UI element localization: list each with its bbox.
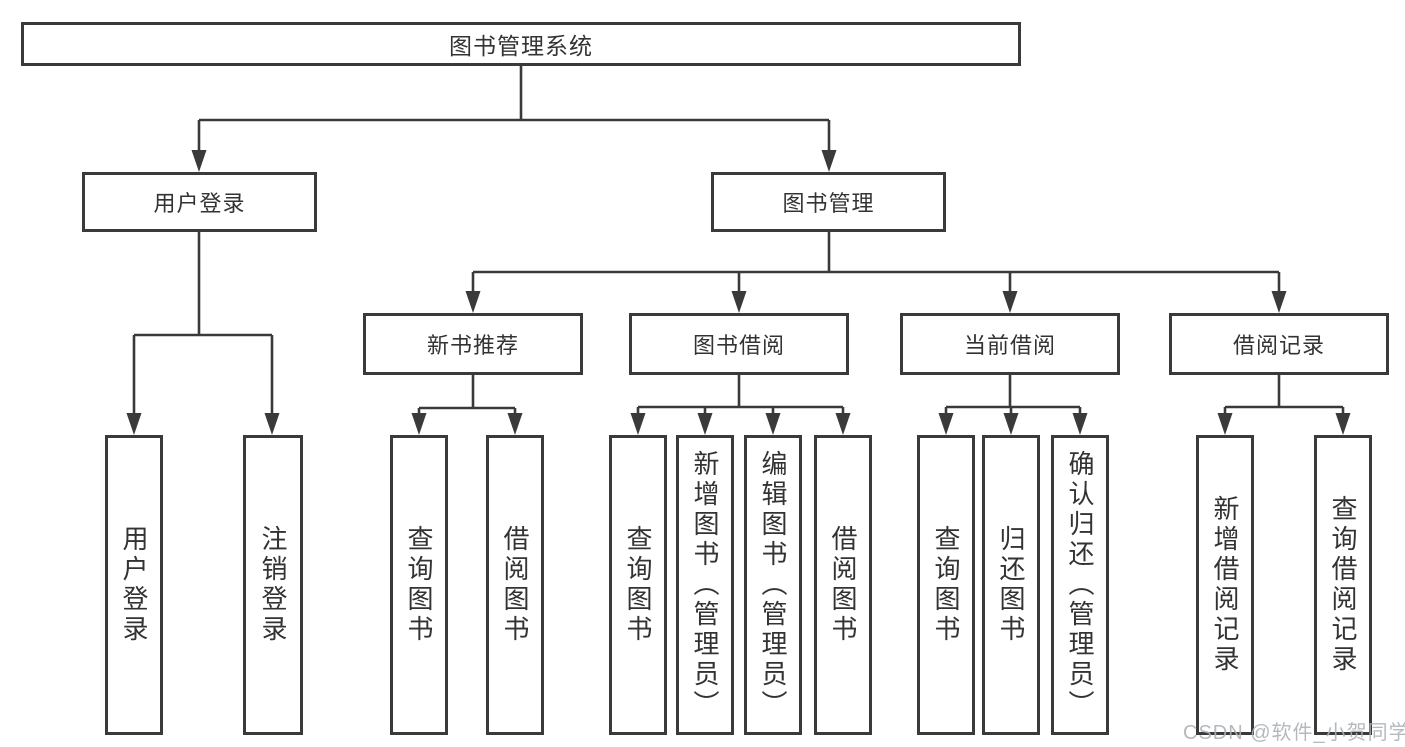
leaf-label: 用户登录 (119, 525, 149, 645)
leaf-label: 查询图书 (931, 525, 961, 645)
leaf-borrow-books-2: 借阅图书 (814, 435, 872, 735)
arrowhead-down-icon (835, 413, 851, 435)
node-label: 借阅记录 (1232, 333, 1325, 358)
node-new-book-recommend: 新书推荐 (363, 313, 583, 375)
connector-path (417, 375, 517, 425)
node-book-borrow: 图书借阅 (629, 313, 849, 375)
connector-path (132, 232, 274, 425)
arrowhead-down-icon (630, 413, 646, 435)
arrowhead-down-icon (821, 150, 837, 172)
arrowhead-down-icon (126, 413, 142, 435)
leaf-label: 归还图书 (996, 525, 1026, 645)
leaf-edit-book-admin: 编辑图书（管理员） (744, 435, 802, 735)
node-user-login: 用户登录 (82, 172, 317, 232)
leaf-query-books-2: 查询图书 (609, 435, 667, 735)
arrowhead-down-icon (264, 413, 280, 435)
leaf-label: 注销登录 (258, 525, 288, 645)
leaf-user-login: 用户登录 (105, 435, 163, 735)
arrowhead-down-icon (1335, 413, 1351, 435)
leaf-add-borrow-record: 新增借阅记录 (1196, 435, 1254, 735)
node-label: 用户登录 (153, 191, 246, 216)
arrowhead-down-icon (938, 413, 954, 435)
leaf-label: 确认归还（管理员） (1065, 450, 1095, 720)
leaf-confirm-return-admin: 确认归还（管理员） (1051, 435, 1109, 735)
node-book-management: 图书管理 (711, 172, 946, 232)
leaf-label: 查询图书 (623, 525, 653, 645)
arrowhead-down-icon (1271, 291, 1287, 313)
arrowhead-down-icon (507, 413, 523, 435)
arrowhead-down-icon (1072, 413, 1088, 435)
arrowhead-down-icon (1217, 413, 1233, 435)
connector-path (197, 66, 831, 162)
leaf-borrow-books-1: 借阅图书 (486, 435, 544, 735)
node-borrow-records: 借阅记录 (1169, 313, 1389, 375)
leaf-query-books-1: 查询图书 (390, 435, 448, 735)
node-current-borrow: 当前借阅 (900, 313, 1120, 375)
leaf-label: 查询图书 (404, 525, 434, 645)
connector-path (471, 232, 1281, 303)
leaf-label: 编辑图书（管理员） (758, 450, 788, 720)
node-label: 图书管理 (782, 191, 875, 216)
connector-path (1223, 375, 1345, 425)
leaf-label: 查询借阅记录 (1328, 495, 1358, 675)
node-label: 图书管理系统 (449, 33, 593, 59)
node-label: 新书推荐 (426, 333, 519, 358)
leaf-label: 借阅图书 (828, 525, 858, 645)
leaf-query-borrow-record: 查询借阅记录 (1314, 435, 1372, 735)
leaf-label: 借阅图书 (500, 525, 530, 645)
leaf-logout: 注销登录 (243, 435, 303, 735)
leaf-add-book-admin: 新增图书（管理员） (676, 435, 734, 735)
leaf-label: 新增图书（管理员） (690, 450, 720, 720)
arrowhead-down-icon (191, 150, 207, 172)
connector-path (636, 375, 845, 425)
arrowhead-down-icon (411, 413, 427, 435)
csdn-watermark: CSDN @软件_小贺同学 (1183, 722, 1405, 744)
arrowhead-down-icon (697, 413, 713, 435)
arrowhead-down-icon (465, 291, 481, 313)
arrowhead-down-icon (765, 413, 781, 435)
arrowhead-down-icon (731, 291, 747, 313)
node-library-management-system: 图书管理系统 (21, 22, 1021, 66)
node-label: 当前借阅 (963, 333, 1056, 358)
arrowhead-down-icon (1003, 413, 1019, 435)
arrowhead-down-icon (1002, 291, 1018, 313)
leaf-query-books-3: 查询图书 (917, 435, 975, 735)
leaf-return-book: 归还图书 (982, 435, 1040, 735)
node-label: 图书借阅 (692, 333, 785, 358)
leaf-label: 新增借阅记录 (1210, 495, 1240, 675)
